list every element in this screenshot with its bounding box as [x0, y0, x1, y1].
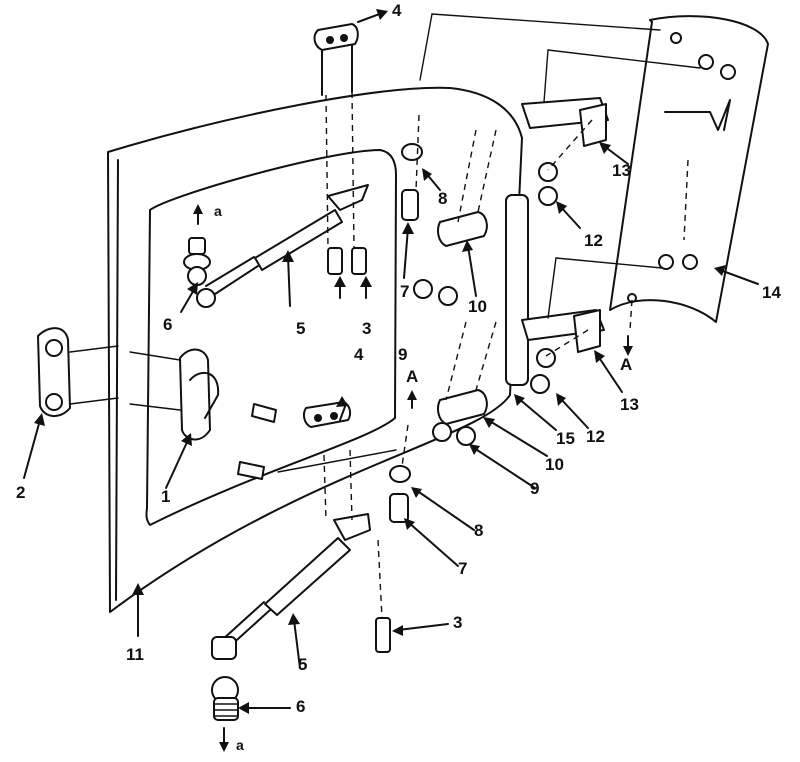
- bracket-lower: [302, 401, 352, 428]
- callout-3-upper: 3: [362, 319, 372, 338]
- hinge-lower: [521, 309, 605, 394]
- hinge-plate-upper: [413, 211, 488, 306]
- alignment-lines: [69, 13, 701, 619]
- hinge-pillar: [505, 194, 529, 386]
- callout-15: 15: [556, 429, 575, 448]
- bolt-lower: [375, 617, 391, 653]
- ball-stud-lower: [211, 676, 239, 721]
- callout-5-lower: 5: [298, 655, 308, 674]
- callout-7-lower: 7: [458, 559, 468, 578]
- ball-stud-upper: [183, 237, 211, 286]
- ref-a-upper: a: [214, 203, 222, 219]
- callout-5-upper: 5: [296, 319, 306, 338]
- callout-4-lower: 4: [354, 345, 364, 364]
- callout-6-upper: 6: [163, 315, 173, 334]
- gas-strut-lower: [211, 513, 371, 660]
- gas-strut-upper: [196, 184, 369, 308]
- callout-6-lower: 6: [296, 697, 306, 716]
- callout-9-upper: 9: [398, 345, 408, 364]
- callout-3-lower: 3: [453, 613, 463, 632]
- callout-14: 14: [762, 283, 781, 302]
- bracket-upper: [313, 23, 359, 96]
- hinge-upper: [521, 97, 609, 206]
- door-panel: [107, 86, 523, 613]
- callout-13-lower: 13: [620, 395, 639, 414]
- callout-8-lower: 8: [474, 521, 484, 540]
- callout-2: 2: [16, 483, 26, 502]
- bolts-upper: [327, 247, 367, 275]
- callout-12-lower: 12: [586, 427, 605, 446]
- callout-9-lower: 9: [530, 479, 540, 498]
- callout-13-upper: 13: [612, 161, 631, 180]
- hinge-plate-lower: [432, 389, 488, 446]
- bushing-lower: [389, 465, 411, 523]
- ref-A-body: A: [620, 355, 633, 374]
- callout-10-lower: 10: [545, 455, 564, 474]
- callout-12-upper: 12: [584, 231, 603, 250]
- callout-4-upper: 4: [392, 1, 402, 20]
- leader-arrows: [23, 9, 759, 752]
- callout-10-upper: 10: [468, 297, 487, 316]
- door-catch: [179, 348, 277, 480]
- callout-8-upper: 8: [438, 189, 448, 208]
- callout-11: 11: [126, 645, 144, 664]
- ref-a-lower: a: [236, 737, 244, 753]
- callout-7-upper: 7: [400, 282, 410, 301]
- callout-1: 1: [161, 487, 171, 506]
- ref-A-door: A: [406, 367, 419, 386]
- body-panel: [609, 15, 769, 323]
- striker: [37, 327, 71, 417]
